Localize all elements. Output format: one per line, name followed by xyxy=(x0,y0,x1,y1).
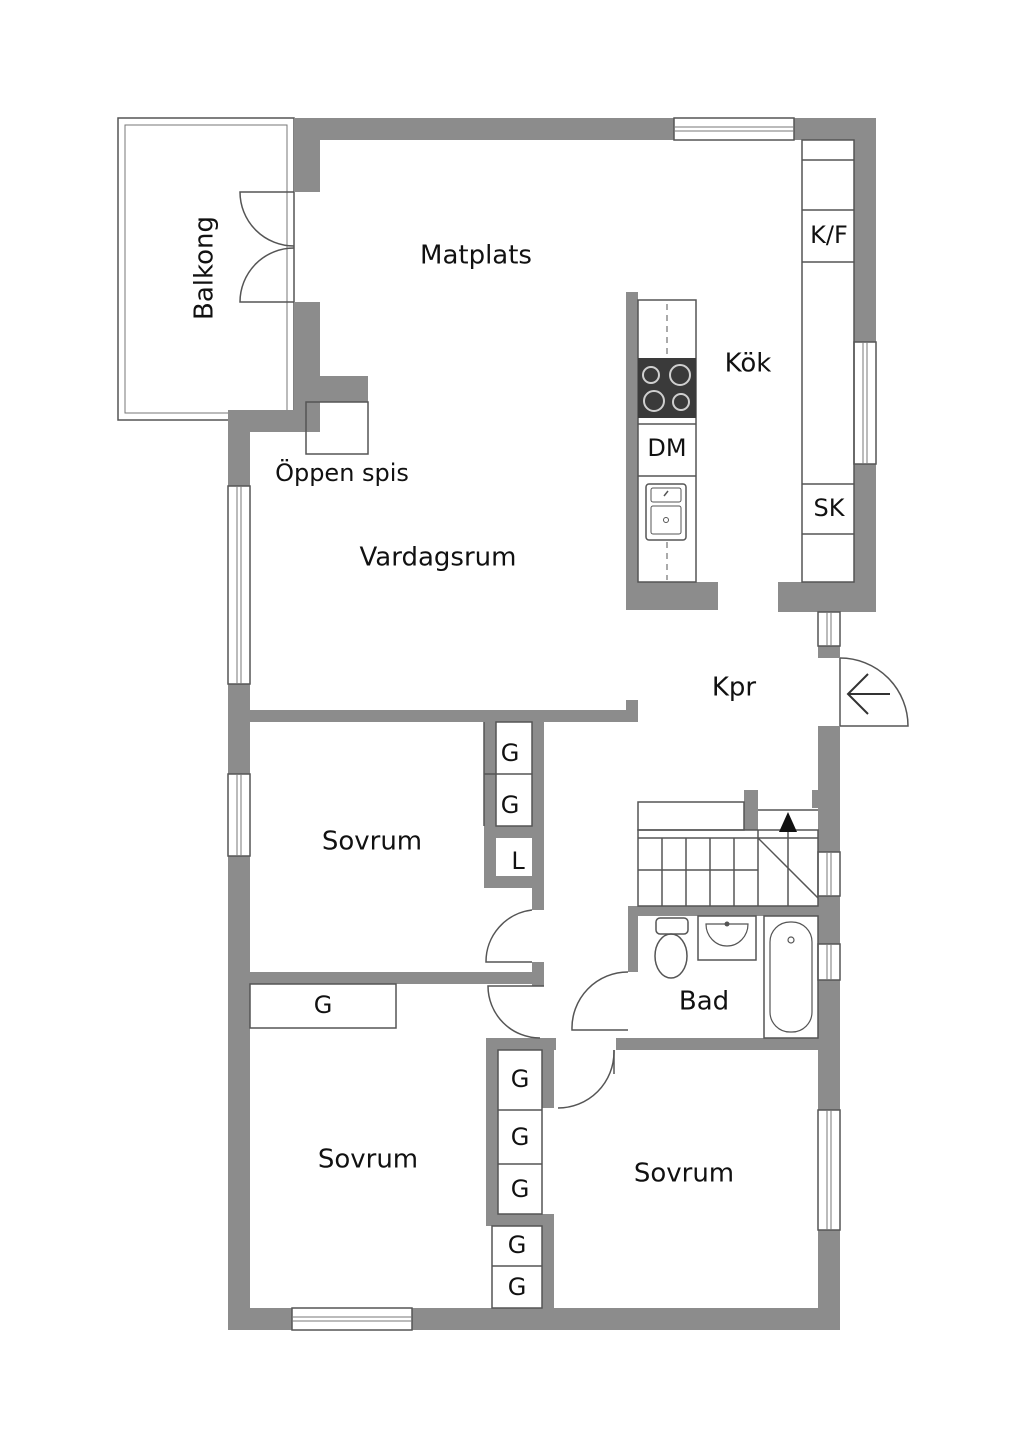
fixture-label-g3: G xyxy=(314,991,333,1019)
window-hall xyxy=(817,611,841,647)
fixture-label-l: L xyxy=(511,847,525,875)
bedroom-3-door xyxy=(557,1050,615,1109)
window-bathroom xyxy=(817,943,841,981)
window-bedroom-3 xyxy=(817,1109,841,1231)
bedroom-2-door xyxy=(487,985,544,1039)
room-label-bad: Bad xyxy=(679,987,729,1017)
kitchen-island xyxy=(637,299,697,583)
fixture-label-g8: G xyxy=(508,1273,527,1301)
toilet-icon xyxy=(654,917,689,979)
room-label-sovrum-3: Sovrum xyxy=(634,1159,734,1189)
fixture-label-g2: G xyxy=(501,791,520,819)
washbasin-icon xyxy=(697,915,757,961)
stove-icon xyxy=(638,358,696,418)
room-label-vardagsrum: Vardagsrum xyxy=(360,543,517,573)
room-label-kpr: Kpr xyxy=(712,673,757,703)
window-bedroom-2 xyxy=(291,1307,413,1331)
fixture-label-g1: G xyxy=(501,739,520,767)
window-bedroom-1 xyxy=(227,773,251,857)
entrance-door xyxy=(839,657,909,727)
bathroom-fixtures xyxy=(654,915,819,1039)
fixture-label-g5: G xyxy=(511,1123,530,1151)
arrow-left-icon xyxy=(846,673,890,715)
stairs xyxy=(637,801,819,907)
fixture-label-sk: SK xyxy=(814,494,846,522)
fixture-label-kf: K/F xyxy=(810,221,848,249)
fixture-label-dm: DM xyxy=(647,434,686,462)
room-label-sovrum-1: Sovrum xyxy=(322,827,422,857)
window-top xyxy=(673,117,795,141)
fireplace xyxy=(305,401,369,455)
kitchen-counter-right xyxy=(801,139,855,583)
wardrobe-bedroom-2 xyxy=(249,983,397,1029)
wardrobes-bedroom-2-right xyxy=(491,1049,543,1309)
room-label-matplats: Matplats xyxy=(420,241,532,271)
window-stairs xyxy=(817,851,841,897)
fixture-label-g4: G xyxy=(511,1065,530,1093)
fixture-label-g6: G xyxy=(511,1175,530,1203)
window-kitchen xyxy=(853,341,877,465)
balcony xyxy=(117,117,295,421)
room-label-sovrum-2: Sovrum xyxy=(318,1145,418,1175)
room-label-kok: Kök xyxy=(725,349,772,379)
wardrobes-bedroom-1 xyxy=(483,721,533,827)
doors xyxy=(239,191,909,1109)
window-living-room xyxy=(227,485,251,685)
fixture-label-g7: G xyxy=(508,1231,527,1259)
arrow-up-icon xyxy=(779,812,797,832)
room-label-oppen-spis: Öppen spis xyxy=(275,458,409,487)
bathtub-icon xyxy=(763,915,819,1039)
bedroom-1-door xyxy=(485,909,533,963)
room-labels: Balkong Matplats Kök Öppen spis Vardagsr… xyxy=(190,216,772,1189)
windows xyxy=(227,117,877,1331)
bathroom-door xyxy=(571,971,629,1031)
room-label-balkong: Balkong xyxy=(190,216,220,320)
fixture-labels: K/F SK DM G G L G G G G G G xyxy=(314,221,848,1301)
kitchen-sink-icon xyxy=(645,483,687,541)
balcony-door xyxy=(239,191,295,303)
